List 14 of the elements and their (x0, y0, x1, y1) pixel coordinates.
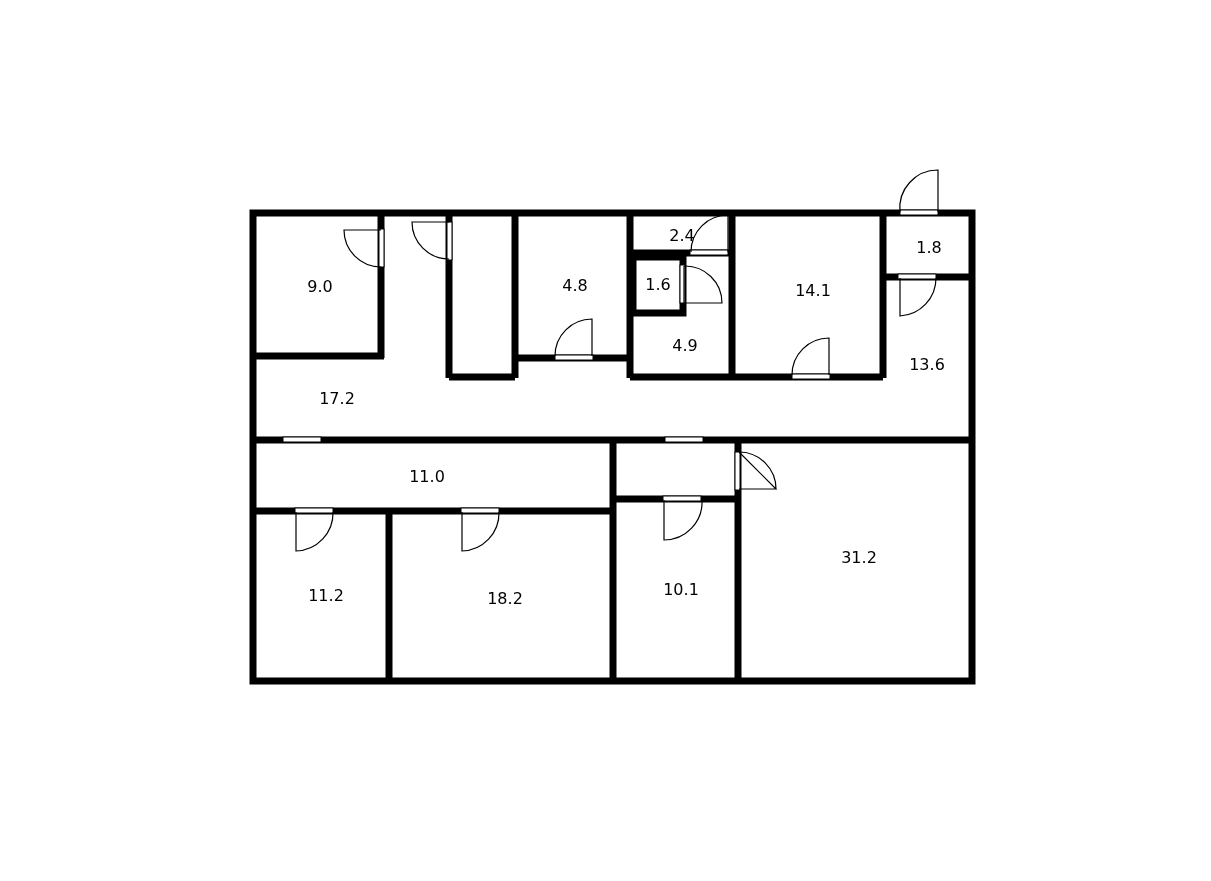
room-area-label: 17.2 (319, 388, 355, 408)
room-area-label: 18.2 (487, 588, 523, 608)
room-area-label: 11.2 (308, 585, 344, 605)
room-area-label: 31.2 (841, 547, 877, 567)
room-area-label: 1.8 (916, 237, 942, 257)
room-area-label: 1.6 (645, 274, 671, 294)
room-area-label: 11.0 (409, 466, 445, 486)
room-area-label: 4.8 (562, 275, 588, 295)
room-area-label: 2.4 (669, 225, 695, 245)
room-area-label: 13.6 (909, 354, 945, 374)
room-area-label: 10.1 (663, 579, 699, 599)
room-area-label: 4.9 (672, 335, 698, 355)
room-area-label: 14.1 (795, 280, 831, 300)
room-area-label: 9.0 (307, 276, 333, 296)
